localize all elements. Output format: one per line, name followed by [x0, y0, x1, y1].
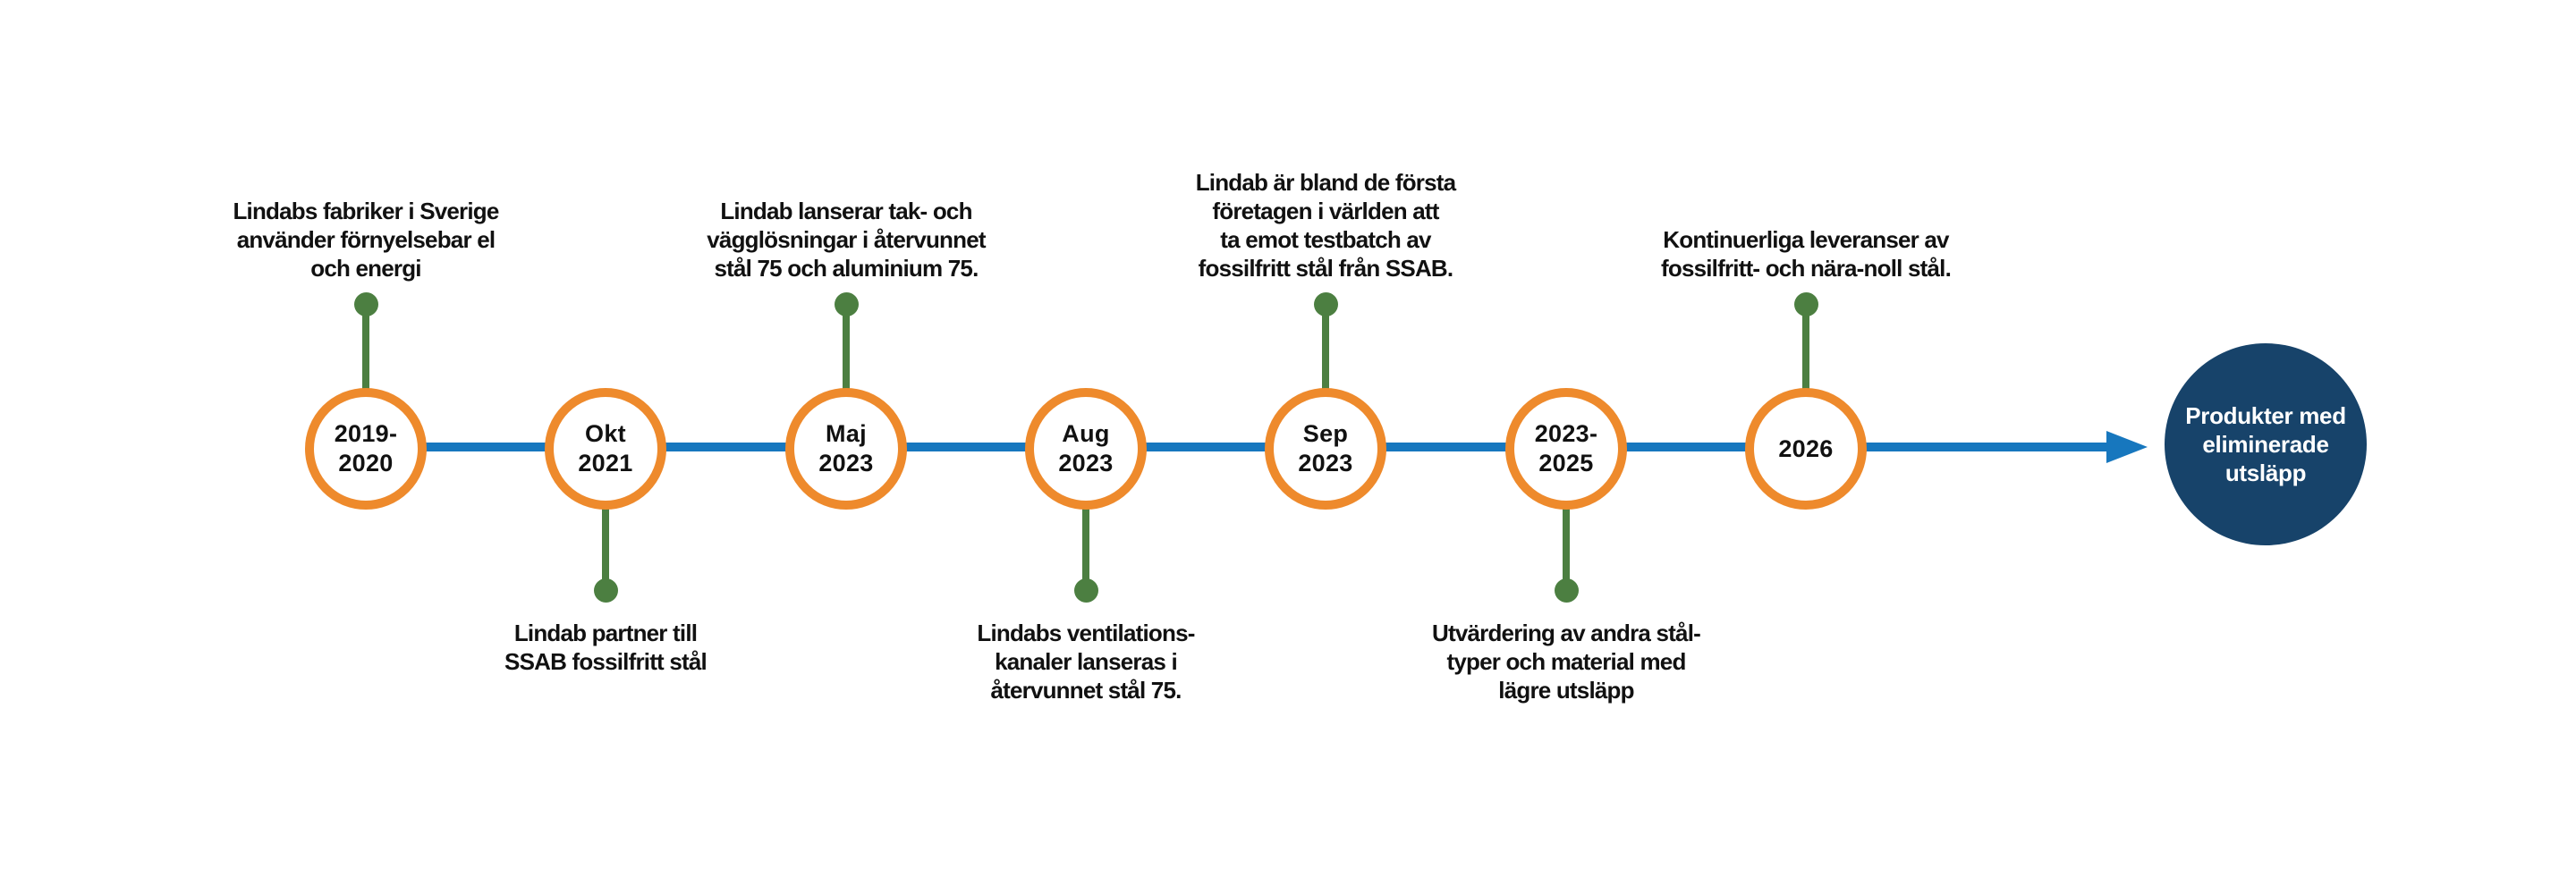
- event-annotation: Kontinuerliga leveranser av fossilfritt-…: [1661, 226, 1952, 282]
- event-date-circle: Okt 2021: [545, 388, 666, 510]
- event-date-circle: 2026: [1745, 388, 1867, 510]
- event-date-circle: Maj 2023: [785, 388, 907, 510]
- annotation-stem: [362, 304, 369, 390]
- event-date-circle: 2023- 2025: [1505, 388, 1627, 510]
- timeline-line: [366, 443, 2106, 451]
- annotation-stem: [1802, 304, 1809, 390]
- annotation-stem: [1082, 508, 1089, 590]
- event-annotation: Lindab är bland de första företagen i vä…: [1195, 169, 1456, 282]
- annotation-dot-icon: [354, 292, 378, 316]
- annotation-stem: [1322, 304, 1329, 390]
- annotation-dot-icon: [1314, 292, 1338, 316]
- event-annotation: Lindabs fabriker i Sverige använder förn…: [233, 198, 499, 282]
- annotation-dot-icon: [1794, 292, 1818, 316]
- annotation-dot-icon: [1074, 578, 1098, 603]
- annotation-dot-icon: [1555, 578, 1579, 603]
- event-annotation: Utvärdering av andra stål- typer och mat…: [1432, 620, 1701, 704]
- timeline-arrow-icon: [2106, 431, 2148, 463]
- annotation-dot-icon: [835, 292, 859, 316]
- event-date-circle: 2019- 2020: [305, 388, 427, 510]
- end-goal-circle: Produkter med eliminerade utsläpp: [2165, 343, 2367, 545]
- annotation-stem: [602, 508, 609, 590]
- event-annotation: Lindab lanserar tak- och vägglösningar i…: [707, 198, 986, 282]
- event-date-circle: Sep 2023: [1265, 388, 1386, 510]
- event-date-circle: Aug 2023: [1025, 388, 1147, 510]
- annotation-stem: [843, 304, 850, 390]
- event-annotation: Lindab partner till SSAB fossilfritt stå…: [504, 620, 708, 675]
- annotation-stem: [1563, 508, 1570, 590]
- annotation-dot-icon: [594, 578, 618, 603]
- event-annotation: Lindabs ventilations- kanaler lanseras i…: [977, 620, 1195, 704]
